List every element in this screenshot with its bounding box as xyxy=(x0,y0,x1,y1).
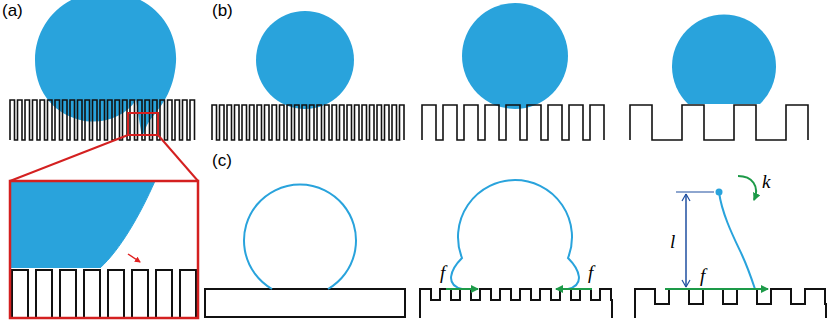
torque-arrow xyxy=(738,176,756,200)
force-label: f xyxy=(700,266,705,285)
length-dimension xyxy=(685,194,687,287)
stiffness-label: k xyxy=(762,172,770,191)
force-label: f xyxy=(588,263,593,282)
water-drop-zoom xyxy=(11,181,155,268)
panel-label: (a) xyxy=(2,2,23,19)
pillar-array xyxy=(630,105,808,140)
panel-label: (b) xyxy=(212,2,233,19)
pillar-array xyxy=(212,105,404,140)
water-drop xyxy=(672,14,776,104)
drop-outline xyxy=(244,185,356,289)
water-drop xyxy=(462,3,568,109)
pillar-array xyxy=(12,270,196,318)
drop-outline xyxy=(451,180,579,289)
rough-surface xyxy=(420,289,612,318)
flat-surface xyxy=(205,289,405,317)
force-label: f xyxy=(440,263,445,282)
liquid-filament xyxy=(719,192,755,289)
length-label: l xyxy=(670,232,675,251)
water-drop xyxy=(256,11,354,109)
zoom-box xyxy=(128,113,158,135)
water-drop xyxy=(35,0,176,138)
panel-label: (c) xyxy=(212,152,232,169)
zoom-inset xyxy=(10,181,198,318)
rough-surface xyxy=(635,289,826,318)
pillar-array xyxy=(10,100,195,140)
pillar-array xyxy=(422,105,604,140)
